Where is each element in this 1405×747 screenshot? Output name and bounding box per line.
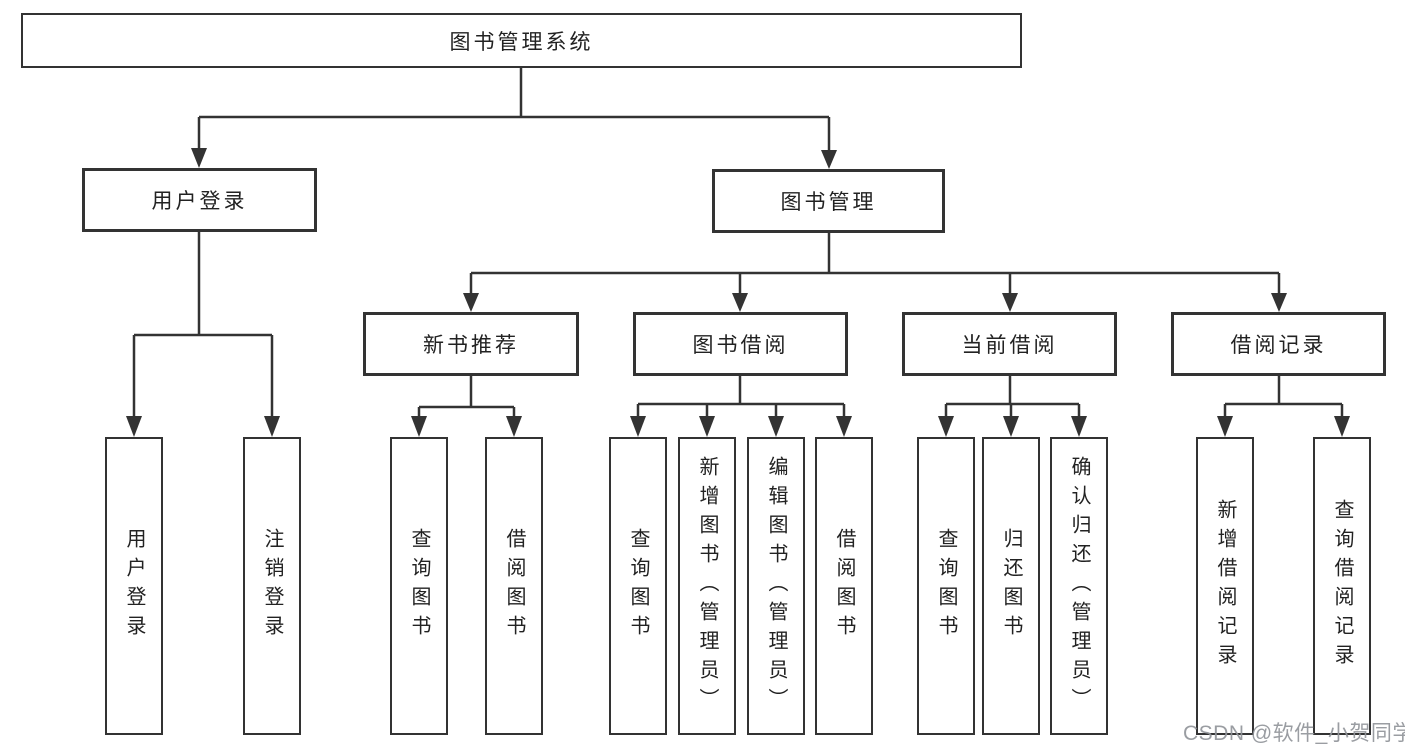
node-borrowing-records: 借阅记录 [1171,312,1386,376]
node-current-borrowing-label: 当前借阅 [961,334,1058,357]
leaf-confirm-return-admin: 确认归还（管理员） [1050,437,1108,735]
csdn-watermark: CSDN @软件_小贺同学 [1183,722,1405,745]
leaf-add-borrow-record: 新增借阅记录 [1196,437,1254,735]
leaf-user-login: 用户登录 [105,437,163,735]
leaf-query-books-current-label: 查询图书 [935,528,957,644]
node-root-label: 图书管理系统 [449,30,594,54]
leaf-query-books-recommend-label: 查询图书 [408,528,430,644]
node-book-management: 图书管理 [712,169,945,233]
node-user-login-label: 用户登录 [151,190,248,213]
leaf-borrow-books-recommend: 借阅图书 [485,437,543,735]
node-book-borrowing: 图书借阅 [633,312,848,376]
leaf-return-books-label: 归还图书 [1000,528,1022,644]
leaf-query-borrow-record-label: 查询借阅记录 [1331,499,1353,673]
node-current-borrowing: 当前借阅 [902,312,1117,376]
leaf-borrow-books-recommend-label: 借阅图书 [503,528,525,644]
node-book-management-label: 图书管理 [780,191,877,214]
leaf-query-books-borrowing-label: 查询图书 [627,528,649,644]
leaf-return-books: 归还图书 [982,437,1040,735]
node-root: 图书管理系统 [21,13,1022,68]
leaf-logout-label: 注销登录 [261,528,283,644]
leaf-query-books-recommend: 查询图书 [390,437,448,735]
leaf-query-books-borrowing: 查询图书 [609,437,667,735]
leaf-query-borrow-record: 查询借阅记录 [1313,437,1371,735]
leaf-query-books-current: 查询图书 [917,437,975,735]
leaf-add-books-admin: 新增图书（管理员） [678,437,736,735]
leaf-logout: 注销登录 [243,437,301,735]
leaf-borrow-books-label: 借阅图书 [833,528,855,644]
leaf-edit-books-admin: 编辑图书（管理员） [747,437,805,735]
leaf-borrow-books: 借阅图书 [815,437,873,735]
leaf-add-books-admin-label: 新增图书（管理员） [696,455,718,717]
leaf-user-login-label: 用户登录 [123,528,145,644]
leaf-confirm-return-admin-label: 确认归还（管理员） [1068,455,1090,717]
leaf-add-borrow-record-label: 新增借阅记录 [1214,499,1236,673]
node-user-login: 用户登录 [82,168,317,232]
node-borrowing-records-label: 借阅记录 [1230,334,1327,357]
node-new-book-recommendation-label: 新书推荐 [423,334,519,357]
leaf-edit-books-admin-label: 编辑图书（管理员） [765,455,787,717]
node-book-borrowing-label: 图书借阅 [692,334,789,357]
node-new-book-recommendation: 新书推荐 [363,312,579,376]
